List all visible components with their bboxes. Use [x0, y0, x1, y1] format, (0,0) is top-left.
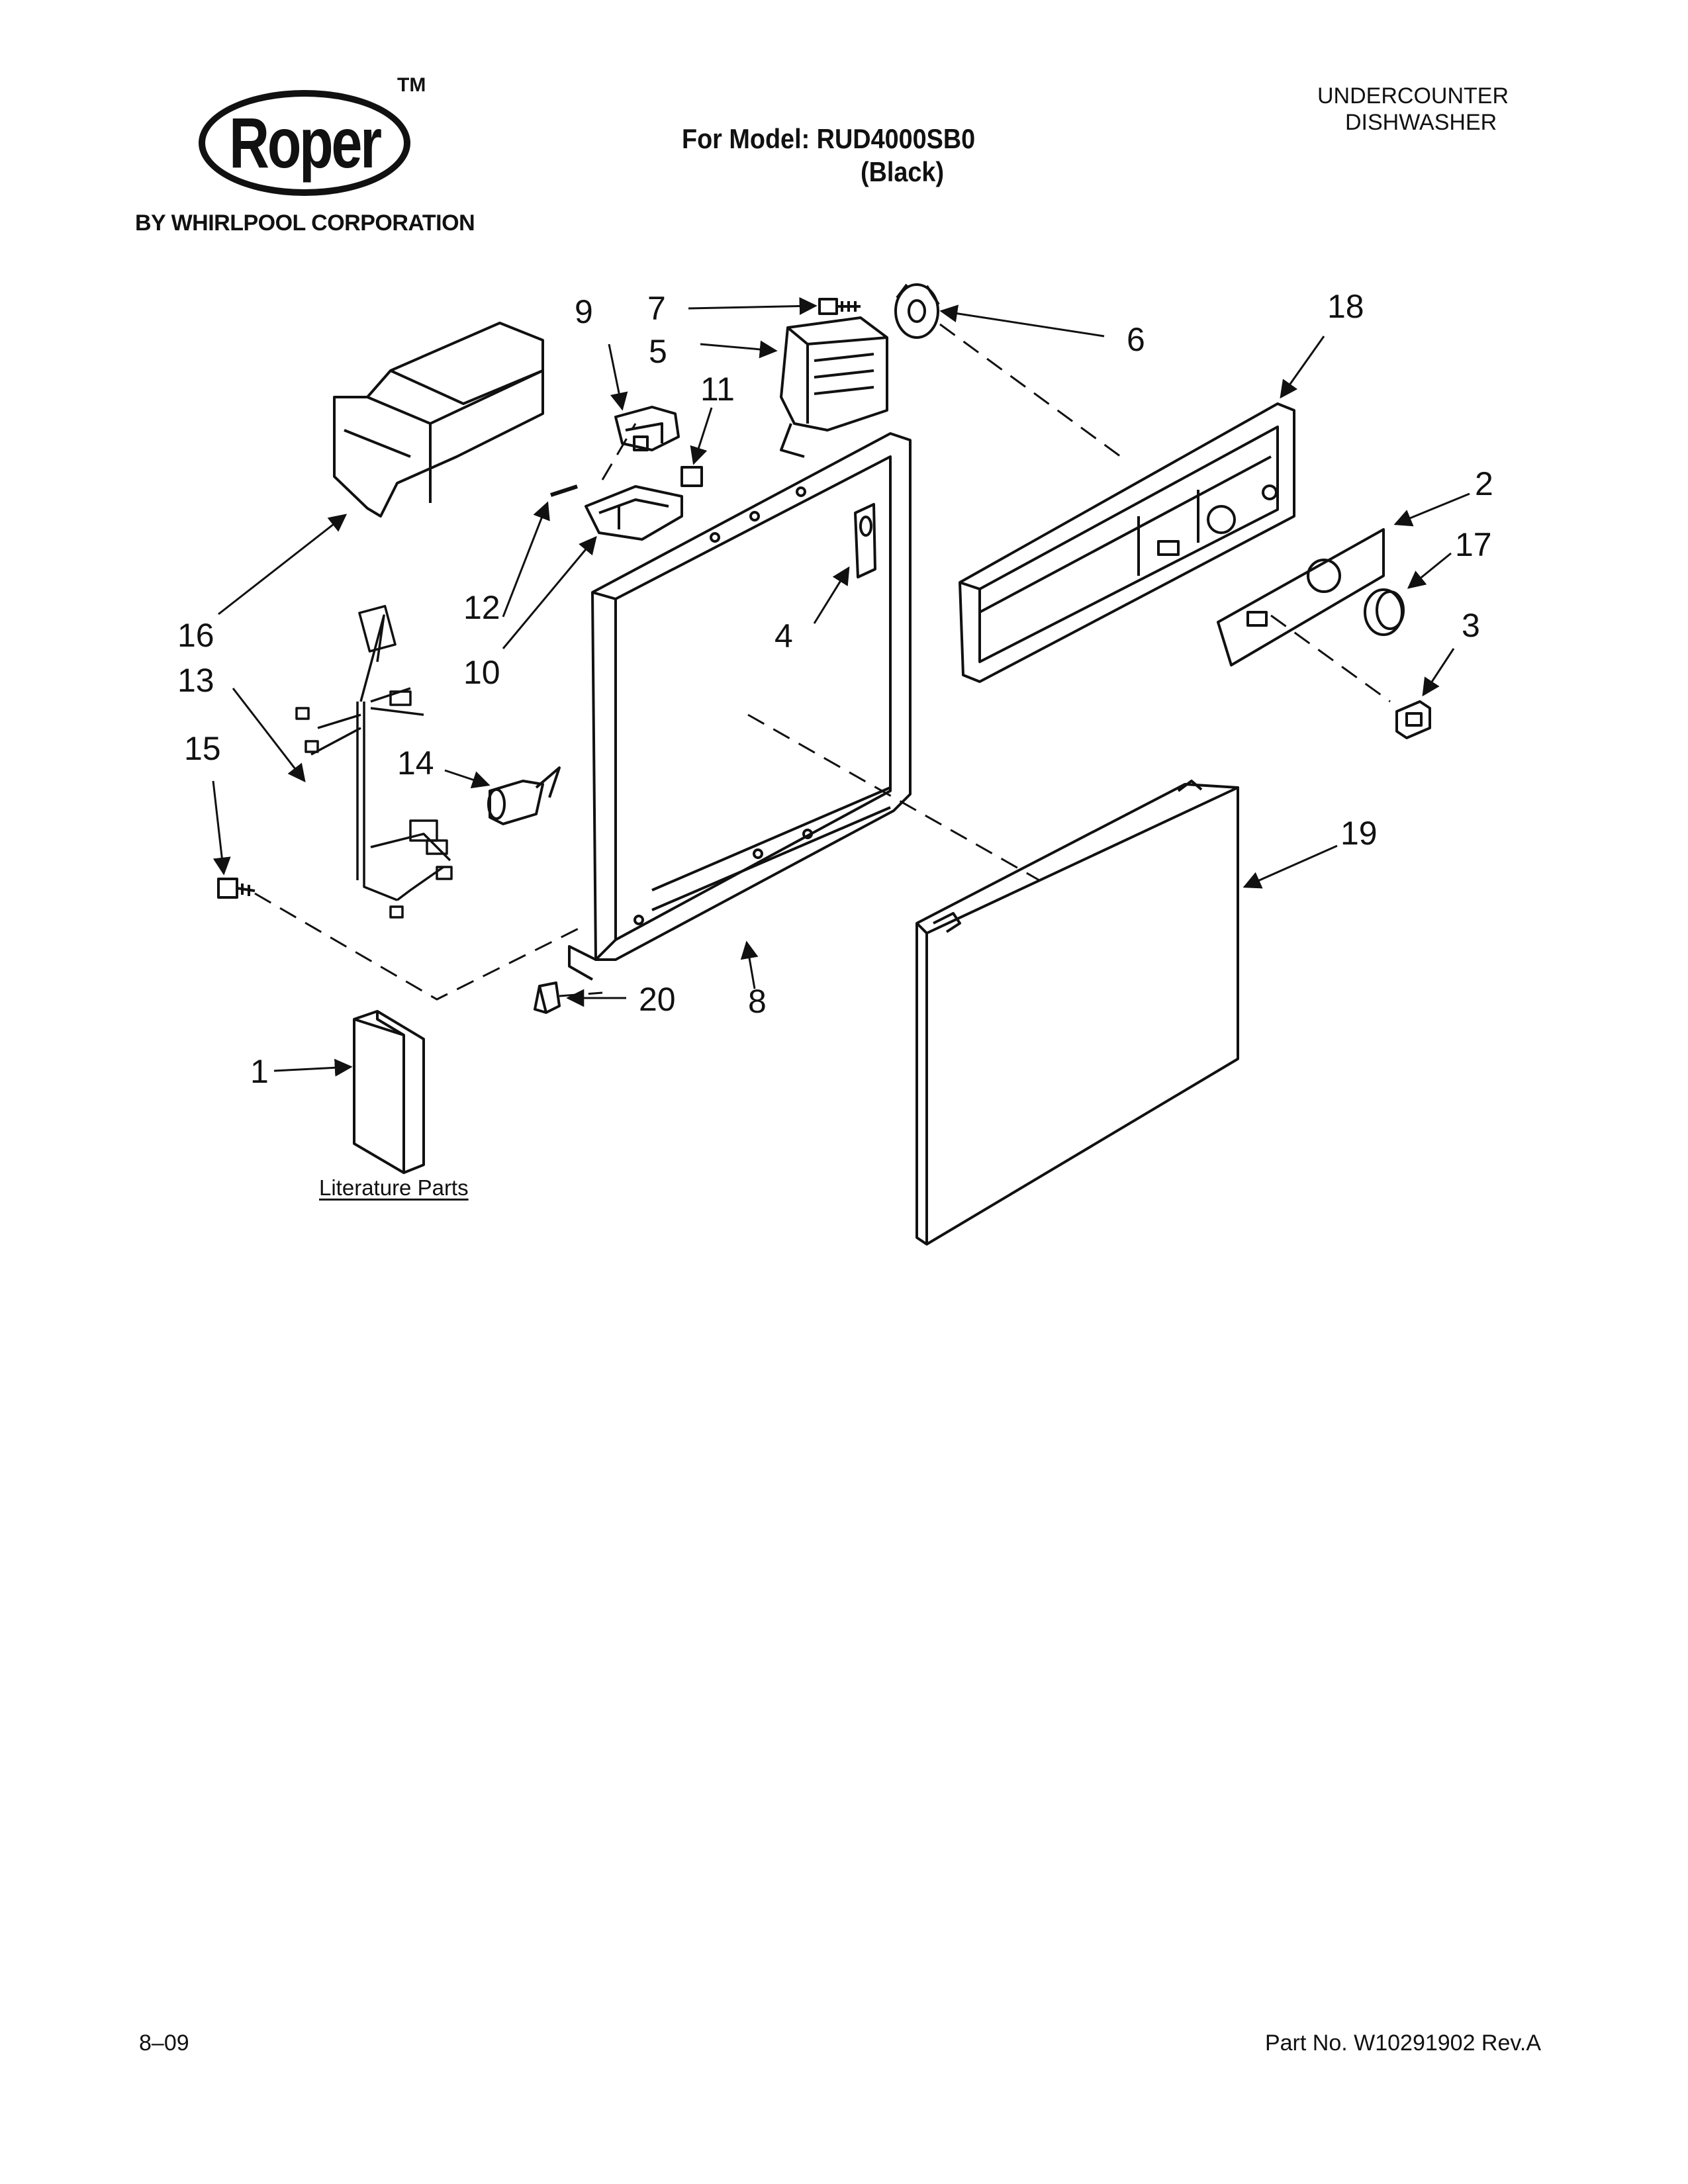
part-3-switch — [1395, 700, 1431, 739]
callout-labels: 7 9 5 11 6 18 2 17 3 4 12 10 16 13 15 14… — [177, 288, 1493, 1090]
product-type-line2: DISHWASHER — [1345, 110, 1497, 135]
callout-4: 4 — [774, 617, 793, 655]
callout-5: 5 — [649, 333, 667, 370]
callout-14: 14 — [397, 745, 434, 782]
part-5-control-module — [780, 316, 888, 458]
callout-9: 9 — [575, 293, 593, 330]
part-1-literature — [353, 1010, 425, 1174]
part-20-clip — [534, 981, 561, 1014]
literature-parts-label: Literature Parts — [319, 1175, 469, 1200]
color-line: (Black) — [861, 156, 945, 187]
part-2-label-plate — [1217, 528, 1385, 666]
leader-arrows — [212, 297, 1470, 1077]
callout-17: 17 — [1455, 526, 1492, 563]
callout-18: 18 — [1327, 288, 1364, 325]
part-12-pin — [550, 484, 578, 497]
callout-16: 16 — [177, 617, 214, 654]
revision-date: 8–09 — [139, 2030, 189, 2056]
callout-10: 10 — [463, 654, 500, 691]
callout-3: 3 — [1462, 607, 1480, 644]
part-6-cam-knob — [894, 283, 940, 339]
part-8-door-frame — [568, 432, 912, 981]
roper-logo-oval — [199, 90, 410, 196]
part-17-dial-knob — [1364, 588, 1405, 636]
model-line: For Model: RUD4000SB0 — [682, 123, 976, 154]
part-16-vent-duct — [333, 322, 544, 518]
part-18-control-panel — [959, 402, 1295, 683]
callout-1: 1 — [250, 1053, 269, 1090]
callout-11: 11 — [700, 371, 735, 408]
callout-8: 8 — [748, 983, 767, 1020]
brand-byline: BY WHIRLPOOL CORPORATION — [135, 210, 475, 236]
product-type-line1: UNDERCOUNTER — [1317, 83, 1509, 109]
part-7-screw — [818, 298, 861, 315]
part-13-wire-harness — [295, 605, 453, 919]
part-19-outer-door-panel — [915, 780, 1239, 1246]
part-11-connector — [680, 466, 703, 487]
callout-15: 15 — [184, 730, 221, 767]
part-14-sensor — [487, 766, 561, 825]
callout-19: 19 — [1340, 815, 1378, 852]
callout-13: 13 — [177, 662, 214, 699]
callout-12: 12 — [463, 589, 500, 626]
callout-20: 20 — [639, 981, 676, 1018]
alignment-lines — [254, 323, 1391, 1001]
callout-2: 2 — [1475, 465, 1493, 502]
part-15-screw — [217, 878, 256, 899]
part-number: Part No. W10291902 Rev.A — [1264, 2030, 1541, 2056]
trademark-mark: TM — [397, 74, 426, 96]
part-10-latch-housing — [585, 485, 683, 541]
roper-logo-word: Roper — [229, 102, 382, 183]
callout-6: 6 — [1127, 321, 1145, 358]
part-9-bracket — [614, 406, 680, 451]
callout-7: 7 — [647, 290, 666, 327]
